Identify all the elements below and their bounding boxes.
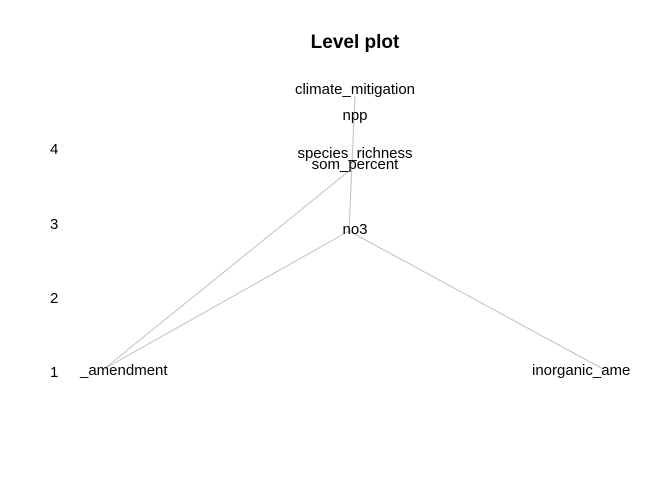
level-label-4: 4 [50,141,58,158]
node-som-percent: som_percent [312,156,400,173]
clip-region: inorganic_ame [532,362,630,379]
node-inorganic-amendment: inorganic_ame [532,362,630,379]
level-label-2: 2 [50,290,58,307]
edge-organic-amendment-to-som-percent [103,170,350,370]
node-no3: no3 [342,221,367,238]
level-label-1: 1 [50,364,58,381]
edge-no3-to-climate-mitigation [348,95,356,232]
level-label-3: 3 [50,216,58,233]
node-group: climate_mitigation npp species_richness … [79,81,415,379]
node-species-richness: species_richness [297,145,412,162]
node-npp: npp [342,107,367,124]
node-climate-mitigation: climate_mitigation [295,81,415,98]
node-organic-amendment: _amendment [79,362,168,379]
level-axis: 4 3 2 1 [50,141,58,381]
edge-inorganic-amendment-to-no3 [348,230,604,370]
edge-organic-amendment-to-no3 [103,230,350,370]
plot-title: Level plot [311,32,400,53]
edge-group [103,95,604,370]
